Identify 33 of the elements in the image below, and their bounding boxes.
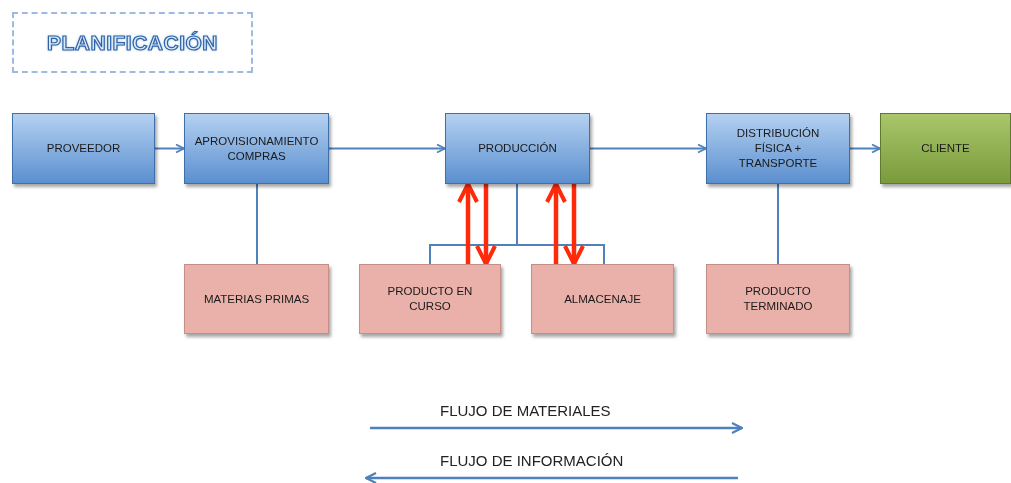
process-box [12,113,155,184]
box-label: PRODUCTO EN CURSO [386,284,474,314]
connector-line [777,183,779,265]
arrow [589,143,707,154]
inventory-box [706,264,850,334]
box-label: CLIENTE [921,141,970,156]
arrow [328,143,446,154]
legend-label: FLUJO DE INFORMACIÓN [440,452,624,469]
heading-box [12,12,253,73]
inventory-box [531,264,674,334]
box-label: PROVEEDOR [46,141,121,156]
inventory-box [184,264,329,334]
arrow [457,182,480,264]
connector-line [516,183,605,265]
legend-label: FLUJO DE MATERIALES [440,402,611,419]
client-box [880,113,1011,184]
box-label: MATERIAS PRIMAS [203,291,310,307]
arrow [563,184,586,266]
inventory-box [359,264,501,334]
box-label: PRODUCTO TERMINADO [742,284,814,314]
process-box [184,113,329,184]
box-label: ALMACENAJE [564,291,641,307]
box-label: DISTRIBUCIÓN FÍSICA + TRANSPORTE [735,126,821,171]
heading-text: PLANIFICACIÓN [47,29,218,56]
box-label: PRODUCCIÓN [478,141,557,156]
process-box [706,113,850,184]
process-box [445,113,590,184]
box-label: APROVISIONAMIENTO COMPRAS [194,133,319,164]
arrow [545,182,568,264]
connector-line [256,183,258,265]
arrow [475,184,498,266]
arrow [849,143,881,154]
arrow [154,143,185,154]
